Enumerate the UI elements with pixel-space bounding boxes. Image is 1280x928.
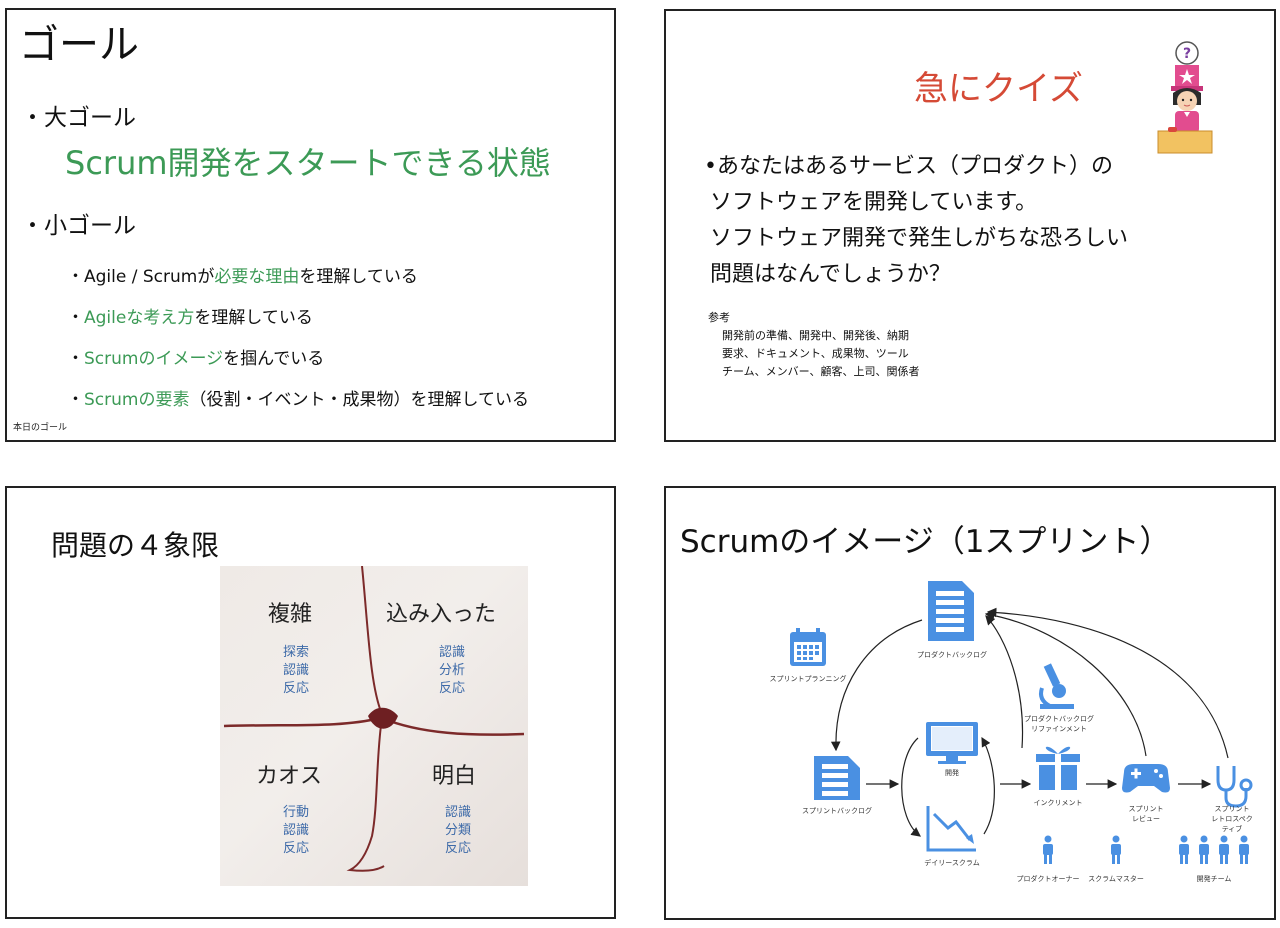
dev-team-icon — [1179, 835, 1249, 864]
slide-quiz: 急にクイズ ? •あなたはあるサービス（プロダクト）の ソフトウェアを開発してい… — [664, 9, 1276, 442]
quadrant-divider-lines — [223, 566, 525, 872]
reference-line: 要求、ドキュメント、成果物、ツール — [722, 347, 909, 360]
chart-down-icon — [926, 806, 976, 852]
quadrant-action: 分析 — [438, 663, 465, 678]
scrum-flow-diagram — [790, 581, 1253, 864]
goal-item: ・Scrumの要素（役割・イベント・成果物）を理解している — [67, 385, 529, 410]
quadrant-action: 反応 — [282, 681, 309, 696]
quiz-host-illustration: ? — [1157, 41, 1213, 154]
goal-item-text: （役割・イベント・成果物）を理解している — [189, 390, 529, 410]
goal-item-text: を理解している — [194, 308, 313, 328]
reference-line: 開発前の準備、開発中、開発後、納期 — [722, 329, 909, 342]
goal-item-highlight: Agileな考え方 — [84, 308, 195, 328]
quadrant-action: 反応 — [438, 681, 465, 696]
gamepad-icon — [1122, 764, 1170, 793]
goal-item: ・Scrumのイメージを掴んでいる — [67, 344, 324, 369]
microscope-icon — [1039, 663, 1074, 709]
goal-item-highlight: Scrumのイメージ — [84, 349, 224, 369]
quadrant-obvious-actions: 認識 分類 反応 — [428, 804, 488, 858]
daily-scrum-label: デイリースクラム — [924, 859, 980, 867]
slide-title: 急にクイズ — [914, 69, 1083, 109]
goal-item-text: を理解している — [299, 267, 418, 287]
goal-item-text: ・ — [67, 390, 84, 410]
main-goal-text: Scrum開発をスタートできる状態 — [65, 144, 551, 182]
product-owner-label: プロダクトオーナー — [1016, 875, 1080, 883]
quadrant-complex-title: 複雑 — [268, 602, 313, 627]
goal-item-highlight: 必要な理由 — [214, 267, 300, 287]
slide-scrum-image: Scrumのイメージ（1スプリント） — [664, 486, 1276, 920]
quadrant-chaos-title: カオス — [256, 764, 323, 789]
product-backlog-icon — [928, 581, 974, 641]
big-goal-heading: ・大ゴール — [21, 105, 136, 131]
sprint-backlog-icon — [814, 756, 860, 800]
quadrant-obvious-title: 明白 — [432, 764, 477, 789]
quadrant-action: 認識 — [282, 663, 309, 678]
sprint-backlog-label: スプリントバックログ — [802, 807, 872, 815]
slide-footer: 本日のゴール — [13, 423, 68, 433]
quadrant-action: 分類 — [444, 823, 471, 838]
quadrant-action: 認識 — [438, 645, 465, 660]
goal-item-text: ・ — [67, 349, 84, 369]
quiz-question-line: 問題はなんでしょうか？ — [710, 262, 951, 287]
monitor-icon — [926, 722, 978, 764]
quiz-question-line: ソフトウェアを開発しています。 — [710, 190, 1038, 215]
small-goal-heading: ・小ゴール — [21, 213, 136, 239]
slide-title: 問題の４象限 — [51, 529, 220, 562]
slide-title: Scrumのイメージ（1スプリント） — [680, 524, 1171, 560]
quiz-question-line: •あなたはあるサービス（プロダクト）の — [704, 154, 1113, 179]
product-owner-icon — [1043, 835, 1053, 864]
quiz-question-line: ソフトウェア開発で発生しがちな恐ろしい — [710, 226, 1129, 251]
calendar-icon — [790, 628, 826, 666]
svg-text:?: ? — [1183, 46, 1191, 62]
quadrant-action: 探索 — [282, 645, 309, 660]
quadrant-action: 反応 — [282, 841, 309, 856]
quadrant-action: 反応 — [444, 841, 471, 856]
sprint-planning-label: スプリントプランニング — [769, 675, 847, 683]
retrospective-label: スプリント レトロスペクティブ — [1211, 805, 1253, 833]
development-label: 開発 — [945, 769, 959, 777]
scrum-master-label: スクラムマスター — [1088, 875, 1144, 883]
goal-item: ・Agile / Scrumが必要な理由を理解している — [67, 262, 418, 287]
flow-arrows — [830, 607, 1229, 837]
quadrant-action: 認識 — [444, 805, 471, 820]
quadrant-complex-actions: 探索 認識 反応 — [266, 644, 326, 698]
reference-label: 参考 — [708, 311, 730, 324]
quadrant-action: 認識 — [282, 823, 309, 838]
refinement-label: プロダクトバックログ リファインメント — [1024, 715, 1094, 733]
cynefin-diagram: 複雑 探索 認識 反応 込み入った 認識 分析 反応 カオス 行動 認識 反応 … — [220, 566, 528, 886]
goal-item-text: ・ — [67, 308, 84, 328]
dev-team-label: 開発チーム — [1196, 875, 1232, 883]
slide-goal: ゴール ・大ゴール Scrum開発をスタートできる状態 ・小ゴール ・Agile… — [5, 8, 616, 442]
goal-item-text: を掴んでいる — [223, 349, 325, 369]
quadrant-action: 行動 — [282, 805, 309, 820]
slide-four-quadrants: 問題の４象限 複雑 探索 認識 反応 込み入った 認識 分析 反応 カオス 行動… — [5, 486, 616, 919]
increment-label: インクリメント — [1033, 799, 1083, 807]
slide-title: ゴール — [19, 22, 139, 68]
goal-item: ・Agileな考え方を理解している — [67, 303, 313, 328]
goal-item-highlight: Scrumの要素 — [84, 390, 190, 410]
stethoscope-icon — [1216, 766, 1253, 808]
goal-item-text: ・Agile / Scrumが — [67, 267, 215, 287]
quadrant-complicated-title: 込み入った — [386, 602, 497, 627]
quadrant-complicated-actions: 認識 分析 反応 — [422, 644, 482, 698]
gift-icon — [1036, 746, 1080, 790]
scrum-master-icon — [1111, 835, 1121, 864]
reference-line: チーム、メンバー、顧客、上司、関係者 — [722, 365, 920, 378]
sprint-review-label: スプリント レビュー — [1128, 805, 1164, 823]
product-backlog-label: プロダクトバックログ — [917, 651, 987, 659]
quadrant-chaos-actions: 行動 認識 反応 — [266, 804, 326, 858]
